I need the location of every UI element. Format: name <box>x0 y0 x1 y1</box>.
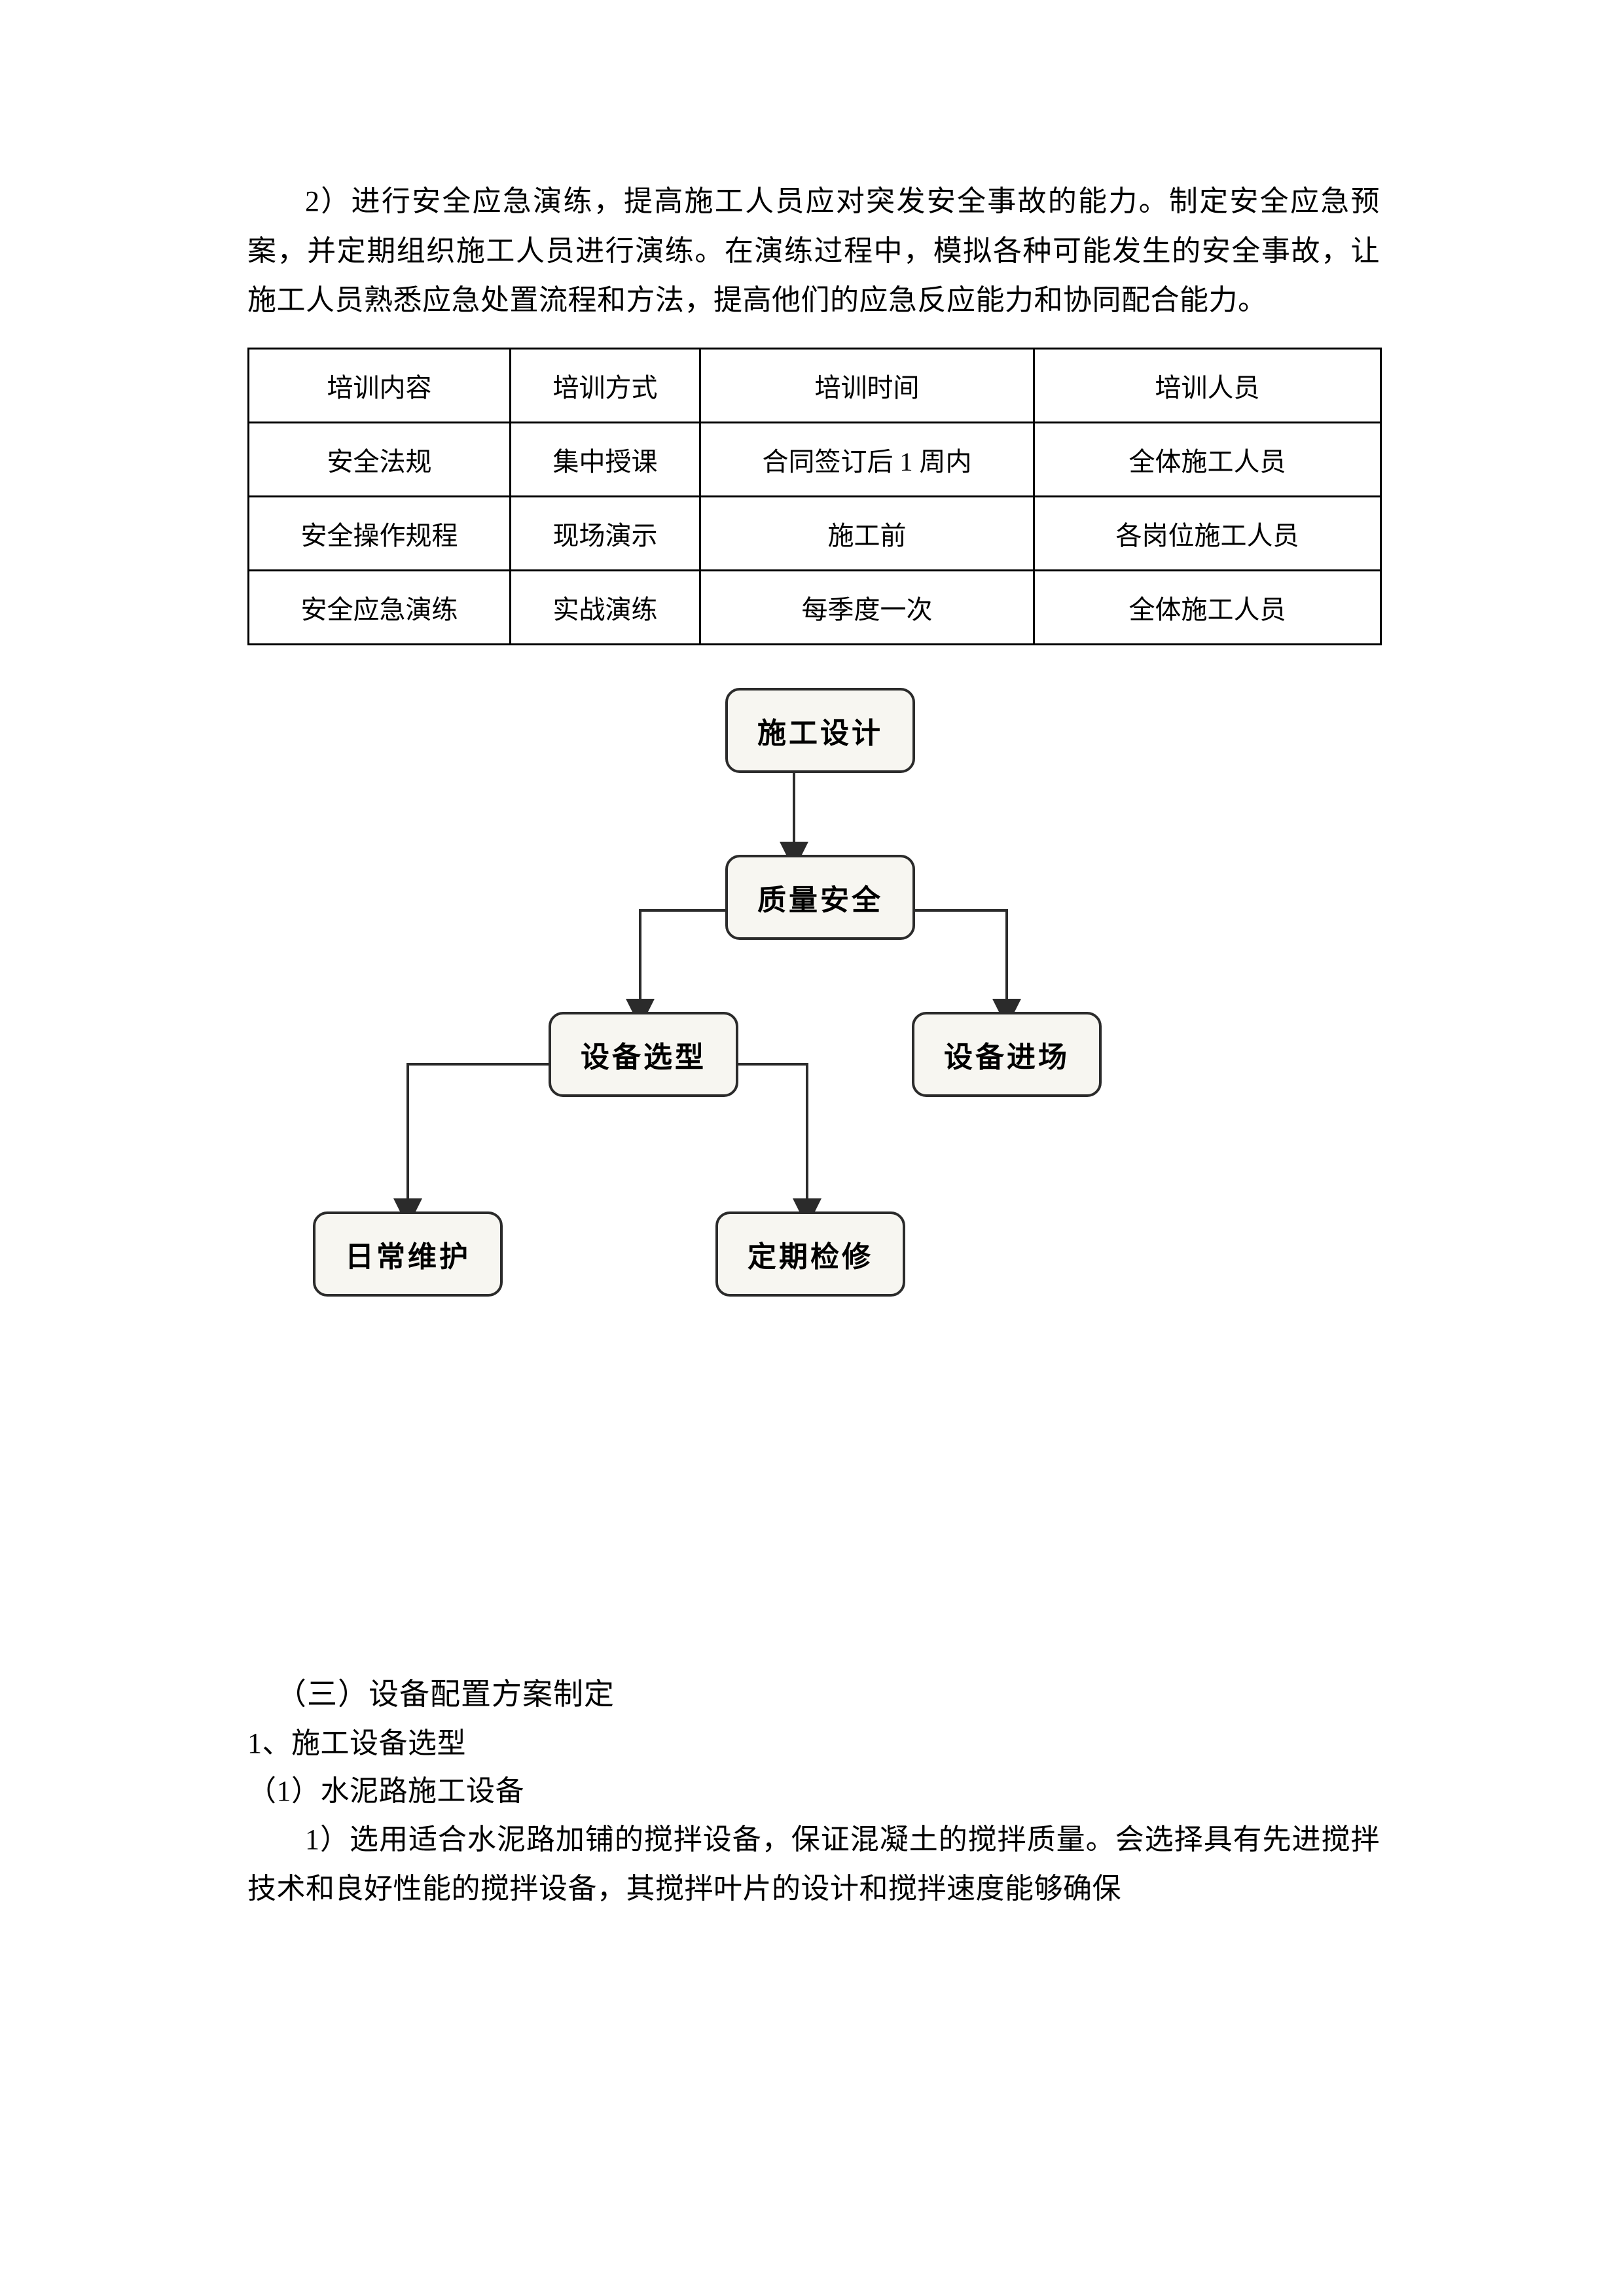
flow-node-equipment-entry: 设备进场 <box>912 1012 1102 1098</box>
table-cell: 合同签订后 1 周内 <box>699 422 1035 498</box>
flow-node-label: 定期检修 <box>748 1241 873 1274</box>
table-cell: 安全应急演练 <box>247 569 511 646</box>
section-heading-equipment-plan: （三）设备配置方案制定 <box>276 1677 615 1712</box>
flow-node-label: 设备进场 <box>944 1041 1070 1074</box>
table-cell: 各岗位施工人员 <box>1033 495 1382 572</box>
table-cell: 全体施工人员 <box>1033 422 1382 498</box>
subheading-cement-road-equipment: （1）水泥路施工设备 <box>247 1774 524 1807</box>
flowchart-connectors <box>393 770 1021 1228</box>
table-cell: 每季度一次 <box>699 569 1035 646</box>
table-cell: 安全法规 <box>247 422 511 498</box>
table-header-cell: 培训内容 <box>247 348 511 424</box>
flow-node-equipment-selection: 设备选型 <box>549 1012 738 1098</box>
table-cell: 集中授课 <box>509 422 701 498</box>
paragraph-mixing-equipment: 1）选用适合水泥路加铺的搅拌设备，保证混凝土的搅拌质量。会选择具有先进搅拌技术和… <box>247 1823 1380 1905</box>
paragraph-safety-drill: 2）进行安全应急演练，提高施工人员应对突发安全事故的能力。制定安全应急预案，并定… <box>247 185 1380 317</box>
table-row: 安全应急演练 实战演练 每季度一次 全体施工人员 <box>247 569 1382 646</box>
flow-node-label: 施工设计 <box>757 717 883 750</box>
table-header-cell: 培训人员 <box>1033 348 1382 424</box>
training-plan-table: 培训内容 培训方式 培训时间 培训人员 安全法规 集中授课 合同签订后 1 周内… <box>247 348 1382 646</box>
table-row: 安全法规 集中授课 合同签订后 1 周内 全体施工人员 <box>247 422 1382 498</box>
table-cell: 施工前 <box>699 495 1035 572</box>
flow-node-periodic-overhaul: 定期检修 <box>715 1211 905 1297</box>
equipment-flowchart: 施工设计 质量安全 设备选型 设备进场 日常维护 定期检修 <box>247 658 1380 1666</box>
flow-node-label: 设备选型 <box>581 1041 706 1074</box>
table-cell: 实战演练 <box>509 569 701 646</box>
table-header-row: 培训内容 培训方式 培训时间 培训人员 <box>247 348 1382 424</box>
table-header-cell: 培训方式 <box>509 348 701 424</box>
page-content: 2）进行安全应急演练，提高施工人员应对突发安全事故的能力。制定安全应急预案，并定… <box>247 177 1382 1914</box>
table-cell: 现场演示 <box>509 495 701 572</box>
flow-node-construction-design: 施工设计 <box>725 688 915 774</box>
flow-node-label: 质量安全 <box>757 884 883 917</box>
table-header-cell: 培训时间 <box>699 348 1035 424</box>
flow-node-daily-maintenance: 日常维护 <box>313 1211 503 1297</box>
table-cell: 全体施工人员 <box>1033 569 1382 646</box>
table-cell: 安全操作规程 <box>247 495 511 572</box>
lower-text-block: （三）设备配置方案制定 1、施工设备选型 （1）水泥路施工设备 1）选用适合水泥… <box>247 1670 1380 1914</box>
flow-node-label: 日常维护 <box>345 1241 471 1274</box>
subheading-equipment-selection: 1、施工设备选型 <box>247 1727 466 1759</box>
flow-node-quality-safety: 质量安全 <box>725 855 915 941</box>
table-row: 安全操作规程 现场演示 施工前 各岗位施工人员 <box>247 495 1382 572</box>
